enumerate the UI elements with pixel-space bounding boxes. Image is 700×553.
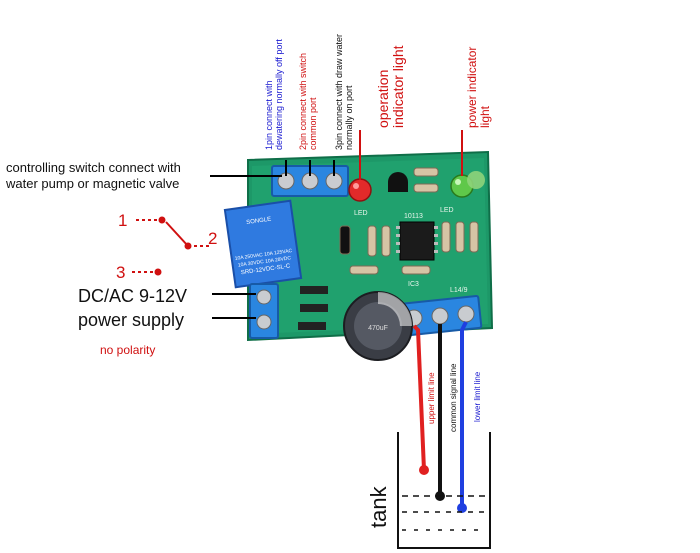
- relay: SONGLE 10A 250VAC 10A 125VAC 10A 30VDC 1…: [223, 199, 303, 289]
- power-led: LED: [440, 171, 485, 214]
- power-terminal-block: [249, 283, 279, 339]
- operation-light-label: operation indicator light: [375, 45, 406, 128]
- common-signal-label: common signal line: [449, 363, 458, 432]
- probe-wires: [412, 321, 468, 508]
- pin1-label: 1pin connect with dewatering normally of…: [264, 39, 284, 150]
- switch-number-1: 1: [118, 211, 127, 230]
- indicator-pointers: [359, 130, 463, 180]
- tank: [397, 432, 491, 549]
- power-spec-label: DC/AC 9-12V: [78, 286, 187, 306]
- relay-brand: SONGLE: [246, 217, 272, 226]
- ic-chip: 10113: [396, 213, 438, 261]
- chip-silk: 10113: [404, 213, 423, 220]
- diodes: [298, 286, 328, 330]
- resistors: [339, 167, 479, 275]
- lower-limit-label: lower limit line: [473, 371, 482, 422]
- no-polarity-label: no polarity: [100, 343, 155, 357]
- led-silk: LED: [354, 210, 368, 217]
- capacitor: 470uF: [343, 291, 413, 361]
- pin3-label: 3pin connect with draw water normally on…: [334, 31, 354, 150]
- power-supply-label: power supply: [78, 310, 184, 330]
- power-light-label: power indicator light: [465, 43, 492, 128]
- switch-terminal-block: [271, 165, 349, 197]
- d3-silk: IC3: [408, 281, 419, 288]
- tank-label: tank: [366, 485, 391, 528]
- switch-number-3: 3: [116, 263, 125, 282]
- led-silk-2: LED: [440, 207, 454, 214]
- cap-label: 470uF: [368, 325, 388, 332]
- pin2-label: 2pin connect with switch common port: [298, 50, 318, 150]
- lower-probe-tip: [457, 503, 467, 513]
- upper-limit-label: upper limit line: [427, 372, 436, 424]
- switch-number-2: 2: [208, 229, 217, 248]
- upper-probe-tip: [419, 465, 429, 475]
- l14-silk: L14/9: [450, 287, 468, 294]
- switch-symbol: [132, 216, 212, 276]
- pointer-lines: [210, 160, 335, 319]
- transistor: [388, 172, 408, 192]
- operation-led: LED: [348, 178, 372, 217]
- controlling-switch-label: controlling switch connect with water pu…: [5, 160, 184, 191]
